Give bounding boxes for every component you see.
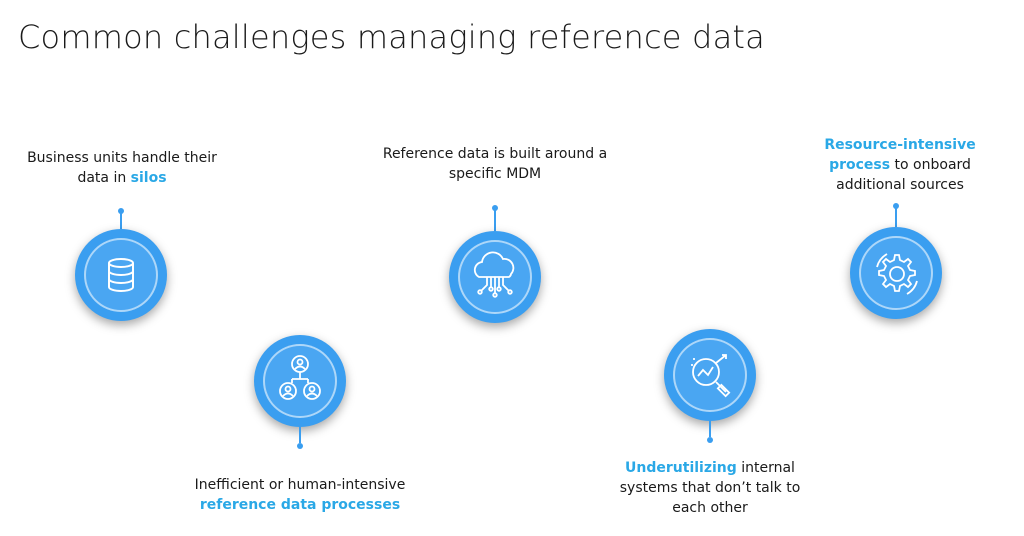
circle-silos [75,229,167,321]
connector-dot [492,205,498,211]
caption-text: internal systems that don’t talk to each… [619,460,801,516]
caption-underutilizing: Underutilizing internal systems that don… [612,458,808,518]
circle-ring [859,236,933,310]
user-network-icon [279,355,321,400]
connector-dot [893,203,899,209]
caption-highlight: silos [130,170,167,186]
connector-dot [297,443,303,449]
caption-text: Reference data is built around a specifi… [382,146,608,182]
circle-resource [850,227,942,319]
caption-text: Inefficient or human-intensive [194,477,406,493]
page-title: Common challenges managing reference dat… [18,18,765,56]
caption-highlight: Resource-intensive process [824,137,976,173]
cloud-circuit-icon [473,251,515,298]
caption-silos: Business units handle their data in silo… [22,148,222,188]
magnifier-chart-icon [691,354,731,398]
connector-line [709,421,711,437]
circle-mdm [449,231,541,323]
caption-highlight: reference data processes [199,497,401,513]
caption-text: to onboard additional sources [836,157,971,193]
circle-ring [673,338,747,412]
connector-line [895,207,897,227]
caption-resource: Resource-intensive process to onboard ad… [800,135,1000,195]
caption-highlight: Underutilizing [625,460,737,476]
caption-text: Business units handle their data in [27,150,217,186]
caption-mdm: Reference data is built around a specifi… [375,144,615,184]
connector-line [120,212,122,229]
connector-line [494,209,496,231]
database-icon [108,258,134,292]
connector-dot [707,437,713,443]
circle-underutilizing [664,329,756,421]
circle-processes [254,335,346,427]
gear-icon [876,253,918,295]
caption-processes: Inefficient or human-intensive reference… [180,475,420,515]
connector-dot [118,208,124,214]
connector-line [299,427,301,443]
